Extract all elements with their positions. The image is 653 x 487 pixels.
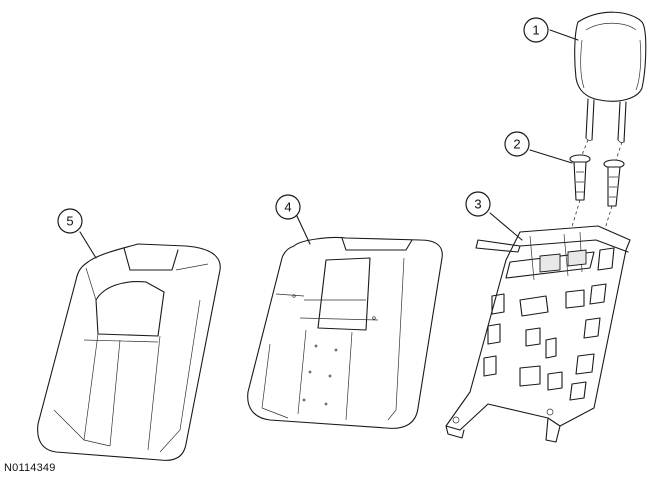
callout-2: 2: [504, 131, 530, 157]
part-seatback-frame: [445, 225, 631, 443]
part-seatback-cover: [37, 243, 221, 461]
part-headrest: [574, 11, 647, 144]
callout-leaders: [79, 29, 579, 259]
callout-1: 1: [523, 17, 549, 43]
callout-4-label: 4: [284, 200, 291, 215]
callout-1-label: 1: [532, 23, 539, 38]
callout-4: 4: [275, 194, 301, 220]
callout-5: 5: [57, 208, 83, 234]
part-guide-sleeves: [567, 139, 625, 246]
figure-reference-id: N0114349: [4, 462, 56, 474]
callout-3-label: 3: [474, 197, 481, 212]
part-seatback-pad: [247, 236, 443, 429]
callout-5-label: 5: [66, 214, 73, 229]
callout-2-label: 2: [513, 137, 520, 152]
callout-3: 3: [465, 191, 491, 217]
